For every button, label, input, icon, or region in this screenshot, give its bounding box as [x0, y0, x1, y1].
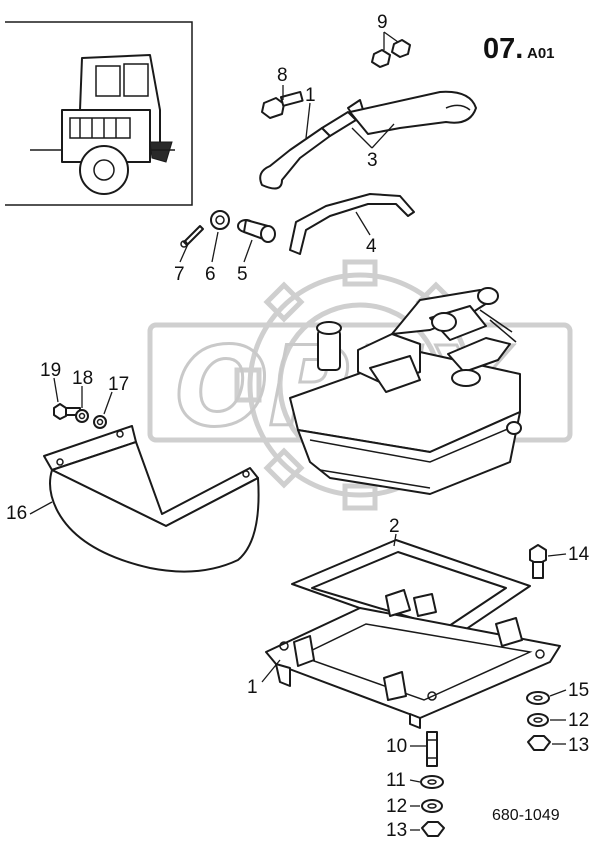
- callout-5: 5: [237, 264, 248, 285]
- part-5-pin: [237, 219, 276, 243]
- part-14-bolt: [529, 544, 547, 579]
- part-15-washer-right: [526, 691, 550, 705]
- part-12-lock-washer-right: [527, 713, 549, 727]
- part-19-bolt: [53, 403, 81, 420]
- fuel-tank: [289, 287, 522, 495]
- part-1-mounting-frame: [265, 589, 561, 729]
- part-13-nut-right: [527, 735, 551, 751]
- callout-14: 14: [568, 544, 590, 565]
- part-9-nuts: [371, 39, 411, 68]
- callout-8: 8: [277, 65, 288, 86]
- part-10-stud: [426, 731, 438, 767]
- part-7-cotter-pin: [180, 225, 204, 248]
- callout-13-right: 13: [568, 735, 589, 756]
- section-code-main: 07.: [483, 33, 523, 65]
- part-4-strap: [289, 193, 415, 255]
- truck-illustration: [30, 54, 175, 195]
- callout-7: 7: [174, 264, 185, 285]
- section-code-sub: A01: [527, 45, 555, 62]
- vehicle-inset: [5, 21, 193, 206]
- part-18-lock-washer: [75, 409, 89, 423]
- frame-mount-tabs: [293, 589, 523, 701]
- callout-15: 15: [568, 680, 589, 701]
- drawing-reference-number: 680-1049: [492, 807, 560, 824]
- callout-10: 10: [386, 736, 407, 757]
- part-17-washer: [93, 415, 107, 429]
- callout-labels: 8 9 1 3 4 5 6 7 19 18 17 16 2 14 1 15 12…: [6, 12, 590, 841]
- callout-2: 2: [389, 516, 400, 537]
- callout-9: 9: [377, 12, 388, 33]
- callout-17: 17: [108, 374, 129, 395]
- section-code: 07. A01: [483, 33, 555, 65]
- callout-16: 16: [6, 503, 27, 524]
- callout-1-lower: 1: [247, 677, 258, 698]
- callout-13-bottom: 13: [386, 820, 407, 841]
- callout-1-upper: 1: [305, 85, 316, 106]
- callout-4: 4: [366, 236, 377, 257]
- callout-11: 11: [386, 770, 406, 791]
- callout-12-bottom: 12: [386, 796, 407, 817]
- callout-18: 18: [72, 368, 93, 389]
- callout-19: 19: [40, 360, 61, 381]
- part-8-bolt: [261, 90, 304, 119]
- part-13-nut-bottom: [421, 821, 445, 837]
- part-16-tank-guard: [43, 425, 260, 573]
- callout-12-right: 12: [568, 710, 589, 731]
- part-3-brackets: [259, 90, 477, 190]
- leader-lines: [29, 31, 567, 831]
- part-12-lock-washer-bottom: [421, 799, 443, 813]
- part-2-gasket-frame: [291, 539, 531, 641]
- callout-6: 6: [205, 264, 216, 285]
- part-11-washer-bottom: [420, 775, 444, 789]
- callout-3: 3: [367, 150, 378, 171]
- part-6-washer: [210, 210, 230, 230]
